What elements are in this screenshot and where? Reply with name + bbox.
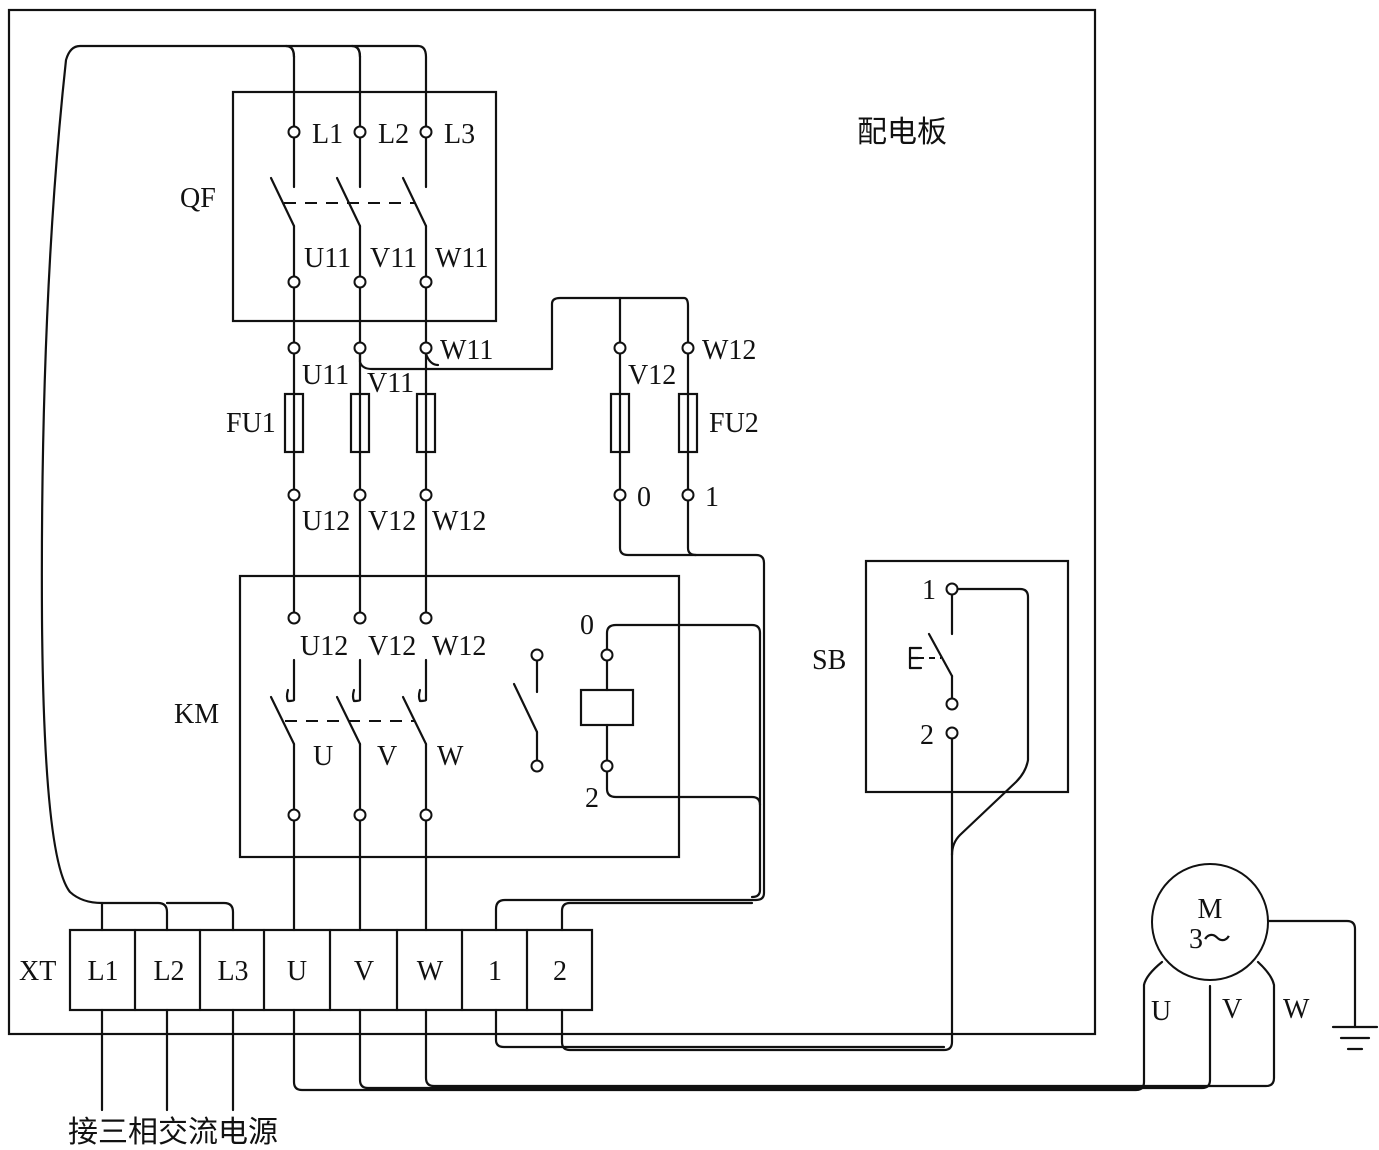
fu1-term-u12: U12 bbox=[302, 506, 350, 537]
km-term-u12: U12 bbox=[300, 631, 348, 662]
km-coil bbox=[579, 648, 635, 773]
sb-wiring bbox=[494, 587, 1030, 1052]
fu2-term-w12: W12 bbox=[702, 335, 756, 366]
motor-leads bbox=[292, 960, 1276, 1092]
xt-terminal-u: U bbox=[287, 956, 307, 987]
km-term-u: U bbox=[313, 741, 333, 772]
ground-icon bbox=[1266, 919, 1379, 1051]
xt-terminal-1: 1 bbox=[488, 956, 502, 987]
qf-term-l3: L3 bbox=[444, 119, 475, 150]
sb-term-2: 2 bbox=[920, 720, 934, 751]
km-main-contacts bbox=[269, 658, 428, 811]
sb-push-button bbox=[908, 582, 959, 740]
motor-term-v: V bbox=[1222, 994, 1242, 1025]
qf-term-l2: L2 bbox=[378, 119, 409, 150]
km-term-w12: W12 bbox=[432, 631, 486, 662]
fu1-label: FU1 bbox=[226, 408, 276, 439]
fu2-term-1: 1 bbox=[705, 482, 719, 513]
qf-term-l1: L1 bbox=[312, 119, 343, 150]
xt-terminal-l1: L1 bbox=[87, 956, 118, 987]
control-wiring bbox=[494, 499, 766, 932]
fu1-term-v12: V12 bbox=[368, 506, 416, 537]
fu2-fuses bbox=[609, 352, 699, 491]
qf-term-v11: V11 bbox=[370, 243, 417, 274]
qf-switch-contacts bbox=[269, 136, 428, 278]
fu1-term-w12: W12 bbox=[432, 506, 486, 537]
km-coil-term-2: 2 bbox=[585, 783, 599, 814]
km-term-v: V bbox=[377, 741, 397, 772]
km-aux-contact bbox=[512, 648, 544, 773]
km-term-w: W bbox=[437, 741, 464, 772]
fu1-term-u11: U11 bbox=[302, 360, 349, 391]
fu1-term-w11: W11 bbox=[440, 335, 493, 366]
sb-term-1: 1 bbox=[922, 575, 936, 606]
motor-phase: 3～ bbox=[1189, 924, 1231, 955]
xt-terminal-v: V bbox=[354, 956, 374, 987]
xt-terminal-l2: L2 bbox=[153, 956, 184, 987]
km-coil-term-0: 0 bbox=[580, 610, 594, 641]
qf-enclosure bbox=[231, 90, 498, 323]
motor-term-w: W bbox=[1283, 994, 1310, 1025]
supply-leads-to-qf bbox=[40, 44, 428, 932]
motor-symbol: M bbox=[1198, 894, 1223, 925]
km-enclosure bbox=[238, 574, 681, 859]
fu1-to-km-wires bbox=[292, 499, 428, 614]
xt-label: XT bbox=[19, 956, 56, 987]
fu1-terminals bbox=[287, 341, 433, 502]
fu2-term-v12: V12 bbox=[628, 360, 676, 391]
qf-to-fu1-wires bbox=[292, 286, 428, 344]
supply-input-leads bbox=[100, 1008, 235, 1112]
control-supply-branch bbox=[358, 296, 690, 371]
xt-terminal-block bbox=[68, 928, 594, 1012]
qf-term-u11: U11 bbox=[304, 243, 351, 274]
km-to-xt-wires bbox=[292, 819, 428, 932]
fu2-term-0: 0 bbox=[637, 482, 651, 513]
fu2-label: FU2 bbox=[709, 408, 759, 439]
motor-term-u: U bbox=[1151, 996, 1171, 1027]
xt-terminal-w: W bbox=[417, 956, 444, 987]
supply-label: 接三相交流电源 bbox=[68, 1116, 278, 1149]
sb-label: SB bbox=[812, 645, 846, 676]
distribution-panel-border bbox=[7, 8, 1097, 1036]
qf-label: QF bbox=[180, 183, 216, 214]
km-label: KM bbox=[174, 699, 219, 730]
panel-title: 配电板 bbox=[857, 116, 947, 149]
xt-terminal-2: 2 bbox=[553, 956, 567, 987]
fu1-term-v11: V11 bbox=[367, 368, 414, 399]
km-term-v12: V12 bbox=[368, 631, 416, 662]
sb-enclosure bbox=[864, 559, 1070, 794]
qf-term-w11: W11 bbox=[435, 243, 488, 274]
xt-terminal-l3: L3 bbox=[217, 956, 248, 987]
fu1-fuses bbox=[283, 352, 437, 491]
